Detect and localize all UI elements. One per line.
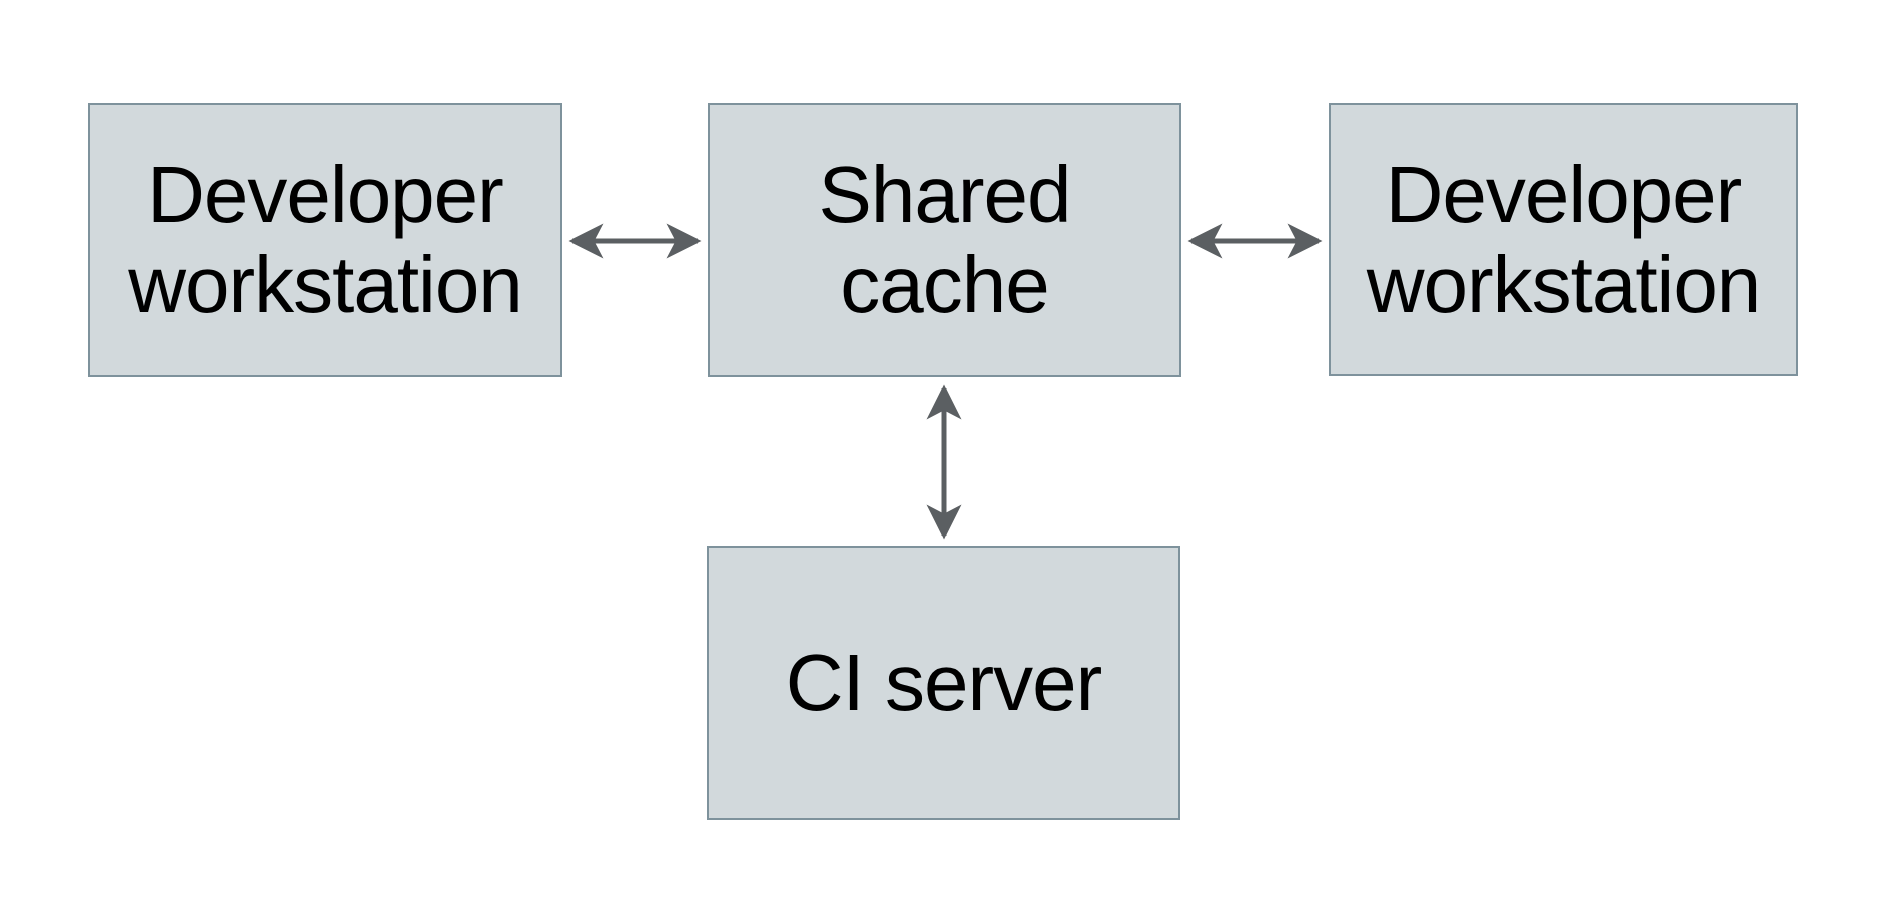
node-ci-server: CI server <box>707 546 1180 820</box>
node-label: CI server <box>785 638 1102 728</box>
node-developer-workstation-right: Developer workstation <box>1329 103 1798 376</box>
node-label: Shared cache <box>818 150 1072 329</box>
node-developer-workstation-left: Developer workstation <box>88 103 562 377</box>
node-label: Developer workstation <box>128 150 523 329</box>
node-shared-cache: Shared cache <box>708 103 1181 377</box>
node-label: Developer workstation <box>1366 149 1762 329</box>
